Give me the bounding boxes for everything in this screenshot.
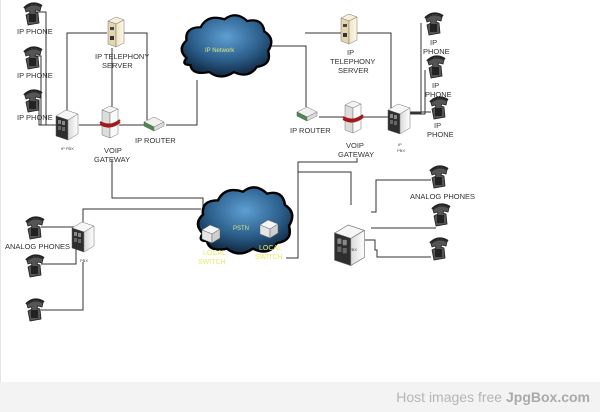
server-label-line1: IP TELEPHONY [95, 52, 149, 61]
pbx-icon [71, 221, 95, 253]
diagram-canvas: IP Network PSTN IP PHONE IP PHONE IP PHO… [0, 0, 476, 382]
network-diagram: IP Network PSTN IP PHONE IP PHONE IP PHO… [5, 2, 475, 322]
left-ip-telephony-server[interactable]: IP TELEPHONY SERVER [95, 16, 149, 70]
ip-phone-label: IP PHONE [17, 71, 53, 80]
analog-phone-icon [431, 203, 451, 227]
left-voip-gateway[interactable]: VOIP GATEWAY [94, 105, 130, 164]
ip-phone-label-line2: PHONE [427, 130, 454, 139]
analog-phone-icon [25, 254, 45, 278]
right-ip-phone-1[interactable]: IP PHONE [423, 12, 450, 56]
left-pbx[interactable]: PBX [71, 221, 95, 263]
gateway-label-line1: VOIP [346, 141, 364, 150]
ip-phone-icon [23, 2, 43, 26]
ip-phone-label-line1: IP [432, 81, 439, 90]
right-ip-phone-2[interactable]: IP PHONE [425, 55, 452, 99]
right-ip-pbx[interactable]: IP PBX [387, 103, 411, 153]
local-switch-label-line2: SWITCH [198, 259, 226, 266]
ip-network-cloud[interactable] [180, 14, 273, 78]
ip-phone-icon [426, 55, 446, 79]
pbx-label: PBX [349, 247, 357, 252]
right-analog-phones-label: ANALOG PHONES [410, 192, 475, 201]
server-label-line1: IP [347, 48, 354, 57]
right-ip-phone-3[interactable]: IP PHONE [427, 96, 454, 139]
left-ip-phone-2[interactable]: IP PHONE [17, 46, 53, 80]
gateway-icon [342, 100, 364, 134]
pstn-label: PSTN [233, 226, 249, 232]
server-label-line3: SERVER [338, 66, 369, 75]
server-icon [340, 13, 358, 45]
gateway-label-line2: GATEWAY [338, 150, 374, 159]
ip-router-label: IP ROUTER [290, 126, 331, 135]
gateway-label-line2: GATEWAY [94, 155, 130, 164]
ip-phone-icon [424, 12, 444, 36]
gateway-icon [99, 105, 121, 139]
left-ip-phone-1[interactable]: IP PHONE [17, 2, 53, 36]
right-pbx[interactable]: PBX [333, 224, 365, 267]
right-ip-router[interactable]: IP ROUTER [290, 106, 331, 135]
local-switch-label-line1: LOCAL [203, 250, 226, 257]
pbx-icon [55, 109, 79, 141]
left-ip-router[interactable]: IP ROUTER [135, 116, 176, 145]
local-switch-label-line1: LOCAL [259, 245, 282, 252]
ip-phone-label-line1: IP [430, 38, 437, 47]
ip-phone-icon [23, 46, 43, 70]
connection-lines [33, 11, 436, 311]
pbx-icon [333, 224, 365, 267]
ip-pbx-label-line2: PBX [397, 148, 405, 153]
analog-phone-icon [429, 237, 449, 261]
local-switch-left[interactable]: LOCAL SWITCH [198, 224, 226, 266]
footer-link[interactable]: Host images free JpgBox.com [396, 389, 590, 405]
left-ip-pbx[interactable]: IP PBX [55, 109, 79, 151]
analog-phone-icon [429, 165, 449, 189]
ip-phone-label: IP PHONE [17, 27, 53, 36]
local-switch-right[interactable]: LOCAL SWITCH [255, 219, 283, 261]
ip-network-label: IP Network [205, 48, 235, 54]
server-label-line2: SERVER [102, 61, 133, 70]
ip-phone-icon [429, 96, 449, 120]
left-analog-phones-label: ANALOG PHONES [5, 242, 70, 251]
right-ip-telephony-server[interactable]: IP TELEPHONY SERVER [330, 13, 375, 75]
right-analog-phone-1[interactable] [429, 165, 449, 189]
ip-pbx-label: IP PBX [61, 146, 74, 151]
gateway-label-line1: VOIP [104, 146, 122, 155]
left-analog-phone-2[interactable] [25, 254, 45, 278]
local-switch-label-line2: SWITCH [255, 254, 283, 261]
pbx-icon [387, 103, 411, 135]
router-icon [296, 106, 318, 122]
right-voip-gateway[interactable]: VOIP GATEWAY [338, 100, 374, 159]
ip-phone-label: IP PHONE [17, 113, 53, 122]
right-analog-phone-3[interactable] [429, 237, 449, 261]
analog-phone-icon [25, 216, 45, 240]
pbx-label: PBX [80, 258, 88, 263]
pstn-cloud[interactable] [196, 186, 294, 255]
footer-prefix: Host images free [396, 389, 506, 405]
ip-phone-label-line1: IP [434, 121, 441, 130]
ip-pbx-label-line1: IP [398, 142, 402, 147]
left-ip-phone-3[interactable]: IP PHONE [17, 89, 53, 122]
ip-phone-label-line2: PHONE [425, 90, 452, 99]
left-analog-phone-1[interactable] [25, 216, 45, 240]
footer-bar: Host images free JpgBox.com [0, 382, 600, 412]
ip-phone-label-line2: PHONE [423, 47, 450, 56]
ip-router-label: IP ROUTER [135, 136, 176, 145]
server-label-line2: TELEPHONY [330, 57, 375, 66]
server-icon [107, 16, 125, 48]
footer-brand[interactable]: JpgBox.com [505, 389, 590, 405]
right-analog-phone-2[interactable] [431, 203, 451, 227]
